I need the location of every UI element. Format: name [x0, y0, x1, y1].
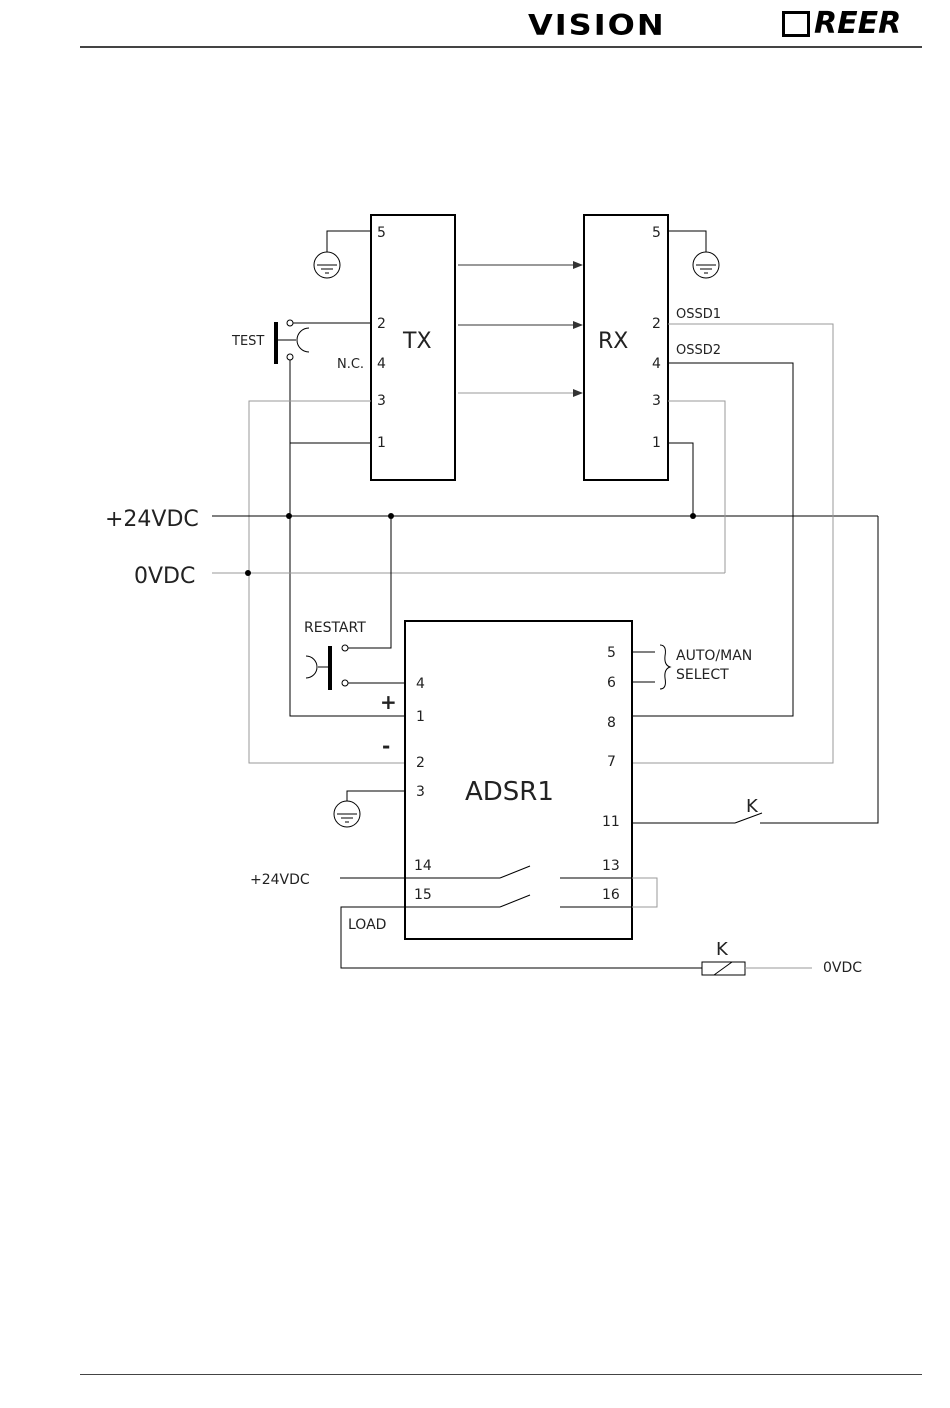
supply-plus-label: +24VDC — [105, 507, 199, 532]
adsr-pin-6: 6 — [607, 675, 616, 691]
k-coil-slash — [714, 962, 732, 975]
adsr-pin-4: 4 — [416, 676, 425, 692]
tx-pin-3: 3 — [377, 393, 386, 409]
small-plus-label: +24VDC — [250, 872, 310, 888]
adsr-pin-2: 2 — [416, 755, 425, 771]
ossd2-label: OSSD2 — [676, 343, 721, 358]
auto-man-label: AUTO/MAN — [676, 648, 752, 664]
tx-pin-4: 4 — [377, 356, 386, 372]
tx-title: TX — [402, 329, 432, 354]
adsr-pin-3: 3 — [416, 784, 425, 800]
adsr-title: ADSR1 — [465, 777, 554, 807]
test-label: TEST — [231, 334, 264, 349]
select-label: SELECT — [676, 667, 729, 683]
adsr-pin-16: 16 — [602, 887, 620, 903]
tx-pin-5: 5 — [377, 225, 386, 241]
rx-pin-1: 1 — [652, 435, 661, 451]
rx-pin-3: 3 — [652, 393, 661, 409]
adsr-pin-1: 1 — [416, 709, 425, 725]
link-13-16-wire — [632, 878, 657, 907]
ossd1-wire — [632, 324, 833, 763]
load-label: LOAD — [348, 917, 386, 933]
rx-ground-icon — [668, 231, 719, 278]
test-to-supply-wire — [290, 360, 405, 716]
rx-title: RX — [598, 329, 628, 354]
contact-13-14-icon — [500, 866, 530, 878]
adsr-pin-5: 5 — [607, 645, 616, 661]
rx-pin-5: 5 — [652, 225, 661, 241]
adsr-pin-7: 7 — [607, 754, 616, 770]
rx-pin-4: 4 — [652, 356, 661, 372]
supply-to-k-wire — [760, 516, 878, 823]
rx-pin1-wire — [668, 443, 693, 516]
test-button-icon — [276, 320, 309, 364]
junction-dot — [286, 513, 292, 519]
load-wire — [341, 907, 702, 968]
tx-nc-label: N.C. — [337, 357, 364, 372]
plus-sign: + — [380, 690, 397, 714]
adsr-ground-icon — [334, 791, 405, 827]
adsr-pin-13: 13 — [602, 858, 620, 874]
tx-ground-icon — [314, 231, 371, 278]
ossd1-label: OSSD1 — [676, 307, 721, 322]
junction-dot — [245, 570, 251, 576]
restart-button-icon — [306, 645, 348, 690]
adsr-pin-8: 8 — [607, 715, 616, 731]
rx-pin-2: 2 — [652, 316, 661, 332]
tx-pin-1: 1 — [377, 435, 386, 451]
supply-zero-label: 0VDC — [134, 564, 195, 589]
restart-label: RESTART — [304, 620, 366, 636]
minus-sign: - — [382, 734, 390, 758]
adsr-pin-14: 14 — [414, 858, 432, 874]
brace-icon — [660, 645, 670, 689]
rx-pin3-wire — [668, 401, 725, 573]
tx-pin-2: 2 — [377, 316, 386, 332]
small-zero-label: 0VDC — [823, 960, 862, 976]
contact-15-16-icon — [500, 895, 530, 907]
adsr-pin-15: 15 — [414, 887, 432, 903]
adsr-pin-11: 11 — [602, 814, 620, 830]
footer-rule — [80, 1374, 922, 1375]
k-coil-label: K — [716, 939, 729, 960]
k-contact-label: K — [746, 796, 759, 817]
